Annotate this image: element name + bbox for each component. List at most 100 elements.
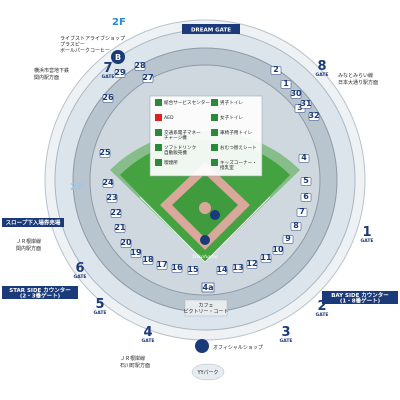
seat-block-13[interactable]: 13 (232, 263, 244, 273)
seat-block-16[interactable]: 16 (171, 263, 183, 273)
seat-block-10[interactable]: 10 (272, 245, 284, 255)
svg-text:GATE: GATE (142, 338, 155, 344)
diaper-legend: おむつ替えシート (211, 144, 257, 151)
seat-block-21[interactable]: 21 (114, 223, 126, 233)
svg-text:プラスピー: プラスピー (60, 42, 85, 48)
svg-text:6: 6 (303, 192, 309, 201)
svg-text:11: 11 (260, 253, 272, 262)
svg-text:3: 3 (281, 325, 290, 340)
seat-block-6[interactable]: 6 (300, 192, 312, 202)
svg-text:8: 8 (317, 59, 326, 74)
seat-block-18[interactable]: 18 (142, 255, 154, 265)
floor-label-ghost: 2F (70, 182, 84, 193)
seat-block-14[interactable]: 14 (216, 265, 228, 275)
block-4a[interactable] (201, 282, 215, 293)
svg-text:27: 27 (142, 73, 153, 82)
svg-text:17: 17 (156, 260, 167, 269)
smoking-legend: 喫煙所 (155, 159, 178, 166)
svg-text:18: 18 (142, 255, 154, 264)
seat-block-30[interactable]: 30 (290, 89, 302, 99)
svg-text:6: 6 (75, 261, 84, 276)
seat-block-24[interactable]: 24 (102, 178, 114, 188)
seat-block-25[interactable]: 25 (99, 148, 111, 158)
svg-text:21: 21 (114, 223, 126, 232)
svg-text:4: 4 (301, 153, 307, 162)
svg-text:関内駅方面: 関内駅方面 (34, 74, 59, 81)
svg-text:DREAM GATE: DREAM GATE (191, 28, 231, 34)
svg-text:23: 23 (106, 193, 117, 202)
womens-toilet-icon (211, 114, 218, 121)
seat-block-1[interactable]: 1 (280, 79, 292, 89)
official-shop[interactable]: オフィシャルショップ (195, 339, 263, 353)
shop-top-left: ライブストアライブショップ プラスピー ボールパークコーヒー (60, 35, 125, 54)
bayside-text-2: (1・8番ゲート) (340, 297, 381, 305)
svg-text:GATE: GATE (280, 338, 293, 344)
slope-banner[interactable]: スロープ下入場券売場 (2, 218, 64, 227)
seat-block-20[interactable]: 20 (120, 238, 132, 248)
seat-block-22[interactable]: 22 (110, 208, 122, 218)
seat-block-4[interactable]: 4 (298, 153, 310, 163)
svg-text:14: 14 (216, 265, 228, 274)
svg-text:19: 19 (130, 248, 142, 257)
seat-block-8[interactable]: 8 (290, 221, 302, 231)
svg-text:26: 26 (102, 93, 114, 102)
svg-text:おむつ替えシート: おむつ替えシート (220, 144, 257, 151)
seat-block-26[interactable]: 26 (102, 93, 114, 103)
seat-block-17[interactable]: 17 (156, 260, 168, 270)
svg-text:10: 10 (272, 245, 284, 254)
seat-block-15[interactable]: 15 (187, 265, 199, 275)
svg-text:女子トイレ: 女子トイレ (220, 114, 243, 121)
seat-block-12[interactable]: 12 (246, 259, 258, 269)
svg-text:喫煙所: 喫煙所 (164, 159, 178, 166)
seat-block-31[interactable]: 31 (300, 99, 312, 109)
svg-text:24: 24 (102, 178, 114, 187)
seat-block-28[interactable]: 28 (134, 61, 146, 71)
svg-text:4: 4 (143, 325, 152, 340)
svg-text:29: 29 (114, 68, 126, 77)
vending-icon (155, 144, 162, 151)
info-icon (155, 99, 162, 106)
bayside-banner[interactable]: BAY SIDE カウンター (1・8番ゲート) (322, 291, 398, 305)
svg-text:16: 16 (171, 263, 183, 272)
starside-banner[interactable]: STAR SIDE カウンター (2・3番ゲート) (2, 286, 78, 300)
diaper-icon (211, 144, 218, 151)
svg-text:3: 3 (297, 103, 303, 112)
dream-gate-banner[interactable]: DREAM GATE (182, 24, 240, 34)
svg-text:授乳室: 授乳室 (220, 164, 234, 171)
svg-text:2: 2 (273, 65, 279, 74)
seat-block-11[interactable]: 11 (260, 253, 272, 263)
bayside-text-1: BAY SIDE カウンター (331, 291, 389, 299)
seat-block-2[interactable]: 2 (270, 65, 282, 75)
seat-block-27[interactable]: 27 (142, 73, 154, 83)
seat-block-23[interactable]: 23 (106, 193, 118, 203)
svg-text:28: 28 (134, 61, 146, 70)
seat-block-32[interactable]: 32 (308, 111, 320, 121)
svg-text:ソフトドリンク: ソフトドリンク (164, 145, 196, 151)
mens-toilet-icon (211, 99, 218, 106)
yy-park-label: YYパーク (196, 370, 218, 376)
svg-text:総合サービスセンター: 総合サービスセンター (164, 99, 210, 106)
seat-block-29[interactable]: 29 (114, 68, 126, 78)
ic-charge-icon (155, 129, 162, 136)
seat-block-9[interactable]: 9 (282, 234, 294, 244)
seat-block-5[interactable]: 5 (300, 176, 312, 186)
seat-block-19[interactable]: 19 (130, 248, 142, 258)
floor-label: 2F (112, 17, 126, 28)
dir-minato: みなとみらい線 日本大通り駅方面 (338, 72, 378, 86)
svg-text:20: 20 (120, 238, 132, 247)
wheelchair-toilet-icon (211, 129, 218, 136)
foul-line-left (139, 196, 206, 263)
seat-block-7[interactable]: 7 (296, 207, 308, 217)
field-logo: Yokohama (192, 254, 218, 260)
svg-text:GATE: GATE (316, 72, 329, 78)
